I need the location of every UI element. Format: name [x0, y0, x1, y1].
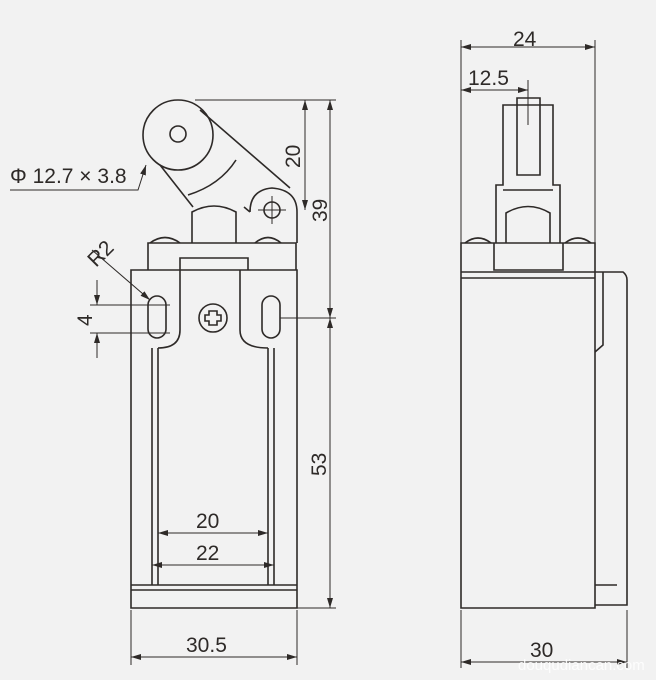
switch-head [147, 236, 297, 270]
body-height-dim-label: 53 [308, 453, 331, 476]
dimension-lines [10, 99, 336, 665]
slot-dim-label: 4 [74, 314, 97, 326]
roller-lever [142, 99, 298, 243]
arm-dim-label: 20 [282, 145, 305, 168]
depth-dim-label: 30 [530, 639, 553, 662]
front-view: Φ 12.7 × 3.8 R2 4 20 39 53 20 22 30.5 [10, 99, 336, 665]
radius-label: R2 [83, 236, 118, 271]
inner-width-b-label: 22 [196, 542, 219, 565]
offset-dim-label: 12.5 [468, 67, 509, 90]
roller-size-label: Φ 12.7 × 3.8 [10, 165, 127, 188]
side-view: 24 12.5 30 [460, 28, 628, 668]
top-height-dim-label: 39 [309, 199, 332, 222]
watermark: douqudiancan.com [518, 657, 645, 674]
width-dim-label: 30.5 [186, 634, 227, 657]
top-width-dim-label: 24 [513, 28, 537, 51]
screw-icon [198, 303, 228, 333]
inner-width-a-label: 20 [196, 510, 219, 533]
